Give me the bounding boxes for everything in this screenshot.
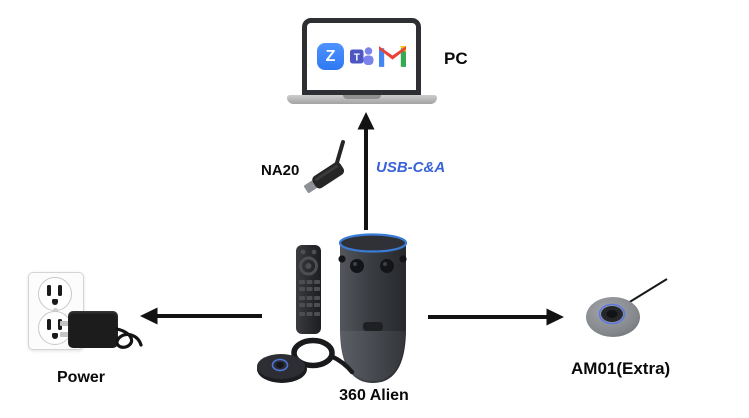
alien-camera-icon [338, 233, 408, 383]
laptop-base [287, 95, 437, 104]
pc-label: PC [444, 49, 468, 68]
socket-slot [47, 319, 51, 330]
socket-ground-hole [51, 333, 58, 339]
zoom-icon-letter: Z [325, 47, 336, 65]
remote-control-icon [296, 245, 321, 334]
alien-label: 360 Alien [339, 387, 409, 404]
gmail-app-icon [379, 46, 406, 67]
power-adapter [68, 311, 118, 348]
microsoft-teams-app-icon: T [350, 47, 374, 65]
na20-label: NA20 [261, 162, 300, 179]
laptop-notch [343, 95, 381, 99]
socket-slot [58, 285, 62, 296]
teams-icon-letter: T [354, 53, 360, 64]
power-label: Power [57, 369, 106, 386]
adapter-prong [60, 321, 71, 326]
arrow-alien-to-am01 [428, 308, 564, 326]
arrow-alien-to-power [140, 307, 262, 325]
zoom-app-icon: Z [317, 43, 344, 70]
adapter-cable [115, 327, 143, 349]
laptop-screen: Z T [302, 18, 421, 95]
am01-label: AM01(Extra) [571, 359, 671, 378]
arrow-alien-to-pc [357, 112, 375, 230]
outlet-screw [53, 308, 58, 313]
socket-slot [47, 285, 51, 296]
outlet-socket-bottom [38, 311, 72, 345]
adapter-prong [60, 332, 71, 337]
outlet-socket-top [38, 277, 72, 311]
usb-connection-label: USB-C&A [376, 159, 446, 176]
am01-device-icon [586, 278, 668, 337]
socket-ground-hole [51, 299, 58, 305]
na20-dongle-icon [304, 140, 345, 193]
